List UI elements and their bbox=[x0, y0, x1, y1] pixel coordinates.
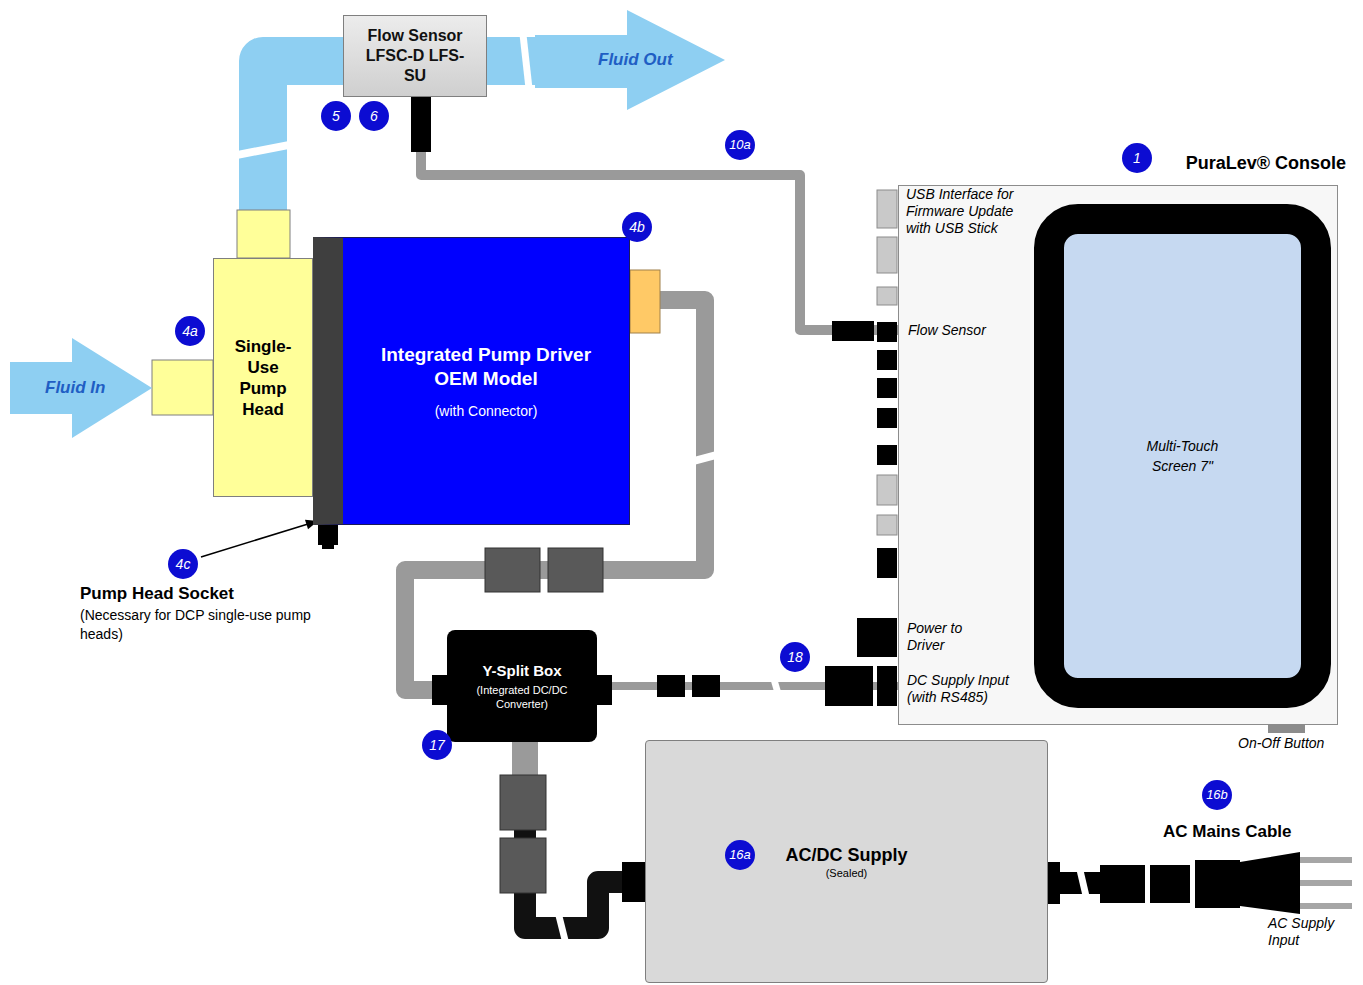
console-box: PuraLev® ConsoleMulti-Touch Screen 7" bbox=[898, 185, 1338, 725]
cable-plug bbox=[485, 548, 540, 592]
pump-driver-box: Integrated Pump Driver OEM Model (with Co… bbox=[313, 237, 630, 525]
console-port bbox=[877, 515, 897, 535]
console-port bbox=[877, 237, 897, 273]
supply-plug bbox=[622, 862, 645, 902]
supply-socket bbox=[1048, 862, 1060, 904]
port-label: DC Supply Input (with RS485) bbox=[907, 672, 1025, 706]
node-title: Y-Split Box bbox=[482, 662, 561, 680]
driver-connector bbox=[630, 270, 660, 333]
callout-number: 4a bbox=[175, 316, 205, 346]
sensor-cable-plug bbox=[832, 321, 874, 341]
port-label: Flow Sensor bbox=[908, 322, 986, 339]
callout-number: 5 bbox=[321, 101, 351, 131]
node-subtitle: (Sealed) bbox=[826, 866, 868, 880]
cable-plug bbox=[657, 675, 685, 697]
cable-plug bbox=[500, 775, 546, 830]
cable-plug bbox=[825, 666, 873, 706]
node-title: Fluid In bbox=[45, 378, 105, 398]
dc-input-port bbox=[877, 666, 897, 706]
part-name: On-Off Button bbox=[1238, 735, 1324, 752]
callout-number: 1 bbox=[1122, 143, 1152, 173]
fluid-in-arrow: Fluid In bbox=[10, 338, 152, 438]
console-port bbox=[877, 475, 897, 505]
pump-head-box: Single-Use Pump Head bbox=[213, 258, 313, 497]
node-title: Single-Use Pump Head bbox=[234, 336, 292, 420]
callout-number: 4c bbox=[168, 549, 198, 579]
node-title: Multi-Touch Screen 7" bbox=[1133, 436, 1233, 476]
pipe-break bbox=[232, 140, 294, 160]
node-title: PuraLev® Console bbox=[1186, 152, 1346, 174]
mains-plug bbox=[1100, 865, 1145, 903]
mains-plug bbox=[1195, 860, 1240, 908]
port-label: AC Supply Input bbox=[1268, 915, 1340, 949]
leader-line bbox=[201, 524, 308, 557]
port-label: USB Interface for Firmware Update with U… bbox=[906, 186, 1034, 237]
note: (Necessary for DCP single-use pump heads… bbox=[80, 606, 315, 644]
pump-inlet-stub bbox=[152, 360, 213, 415]
node-subtitle: (Integrated DC/DC Converter) bbox=[467, 683, 577, 711]
touch-screen: Multi-Touch Screen 7" bbox=[1034, 204, 1331, 708]
flow-sensor-box: Flow Sensor LFSC-D LFS-SU bbox=[343, 15, 487, 97]
on-off-button bbox=[1268, 725, 1305, 733]
fluid-pipe-segment bbox=[487, 37, 540, 85]
console-port bbox=[877, 378, 897, 398]
y-split-port bbox=[596, 675, 612, 705]
console-port bbox=[877, 408, 897, 428]
console-port bbox=[877, 287, 897, 305]
y-split-port bbox=[512, 741, 538, 775]
ac-dc-supply-box: AC/DC Supply(Sealed) bbox=[645, 740, 1048, 983]
dc-supply-cable bbox=[525, 742, 645, 928]
callout-number: 4b bbox=[622, 212, 652, 242]
plug-prong bbox=[1300, 903, 1352, 909]
plug-prong bbox=[1300, 857, 1352, 863]
pipe-break bbox=[519, 30, 533, 93]
part-name: AC Mains Cable bbox=[1163, 822, 1291, 842]
mains-plug bbox=[1150, 865, 1190, 903]
cable-break bbox=[1076, 868, 1090, 898]
pump-outlet-stub bbox=[237, 210, 290, 258]
callout-number: 6 bbox=[359, 101, 389, 131]
mains-plug-head bbox=[1240, 852, 1300, 914]
cable-break bbox=[770, 678, 782, 695]
cable-break bbox=[690, 450, 720, 466]
part-name: Pump Head Socket bbox=[80, 584, 234, 604]
y-split-box: Y-Split Box (Integrated DC/DC Converter) bbox=[447, 630, 597, 742]
node-title: Flow Sensor LFSC-D LFS-SU bbox=[364, 26, 466, 86]
fluid-out-arrow: Fluid Out bbox=[535, 10, 725, 110]
callout-number: 10a bbox=[725, 130, 755, 160]
callout-number: 17 bbox=[422, 730, 452, 760]
plug-prong bbox=[1300, 880, 1352, 886]
console-port bbox=[877, 350, 897, 370]
node-title: AC/DC Supply bbox=[785, 844, 907, 866]
arrow-outline bbox=[535, 10, 725, 110]
pump-head-socket bbox=[322, 540, 334, 549]
cable-break bbox=[555, 914, 569, 942]
node-subtitle: (with Connector) bbox=[435, 403, 538, 420]
callout-number: 16b bbox=[1202, 780, 1232, 810]
callout-number: 16a bbox=[725, 840, 755, 870]
console-port bbox=[877, 322, 897, 342]
node-title: Fluid Out bbox=[598, 50, 673, 70]
cable-plug bbox=[692, 675, 720, 697]
y-split-port bbox=[432, 675, 448, 705]
sensor-plug bbox=[411, 97, 431, 152]
cable-plug bbox=[548, 548, 603, 592]
node-title: Integrated Pump Driver OEM Model bbox=[363, 343, 609, 391]
port-label: Power to Driver bbox=[907, 620, 987, 654]
power-port bbox=[857, 618, 897, 657]
usb-port bbox=[877, 190, 897, 228]
callout-number: 18 bbox=[780, 642, 810, 672]
console-port bbox=[877, 548, 897, 578]
console-port bbox=[877, 445, 897, 465]
cable-plug bbox=[500, 838, 546, 893]
arrow-outline bbox=[10, 338, 152, 438]
